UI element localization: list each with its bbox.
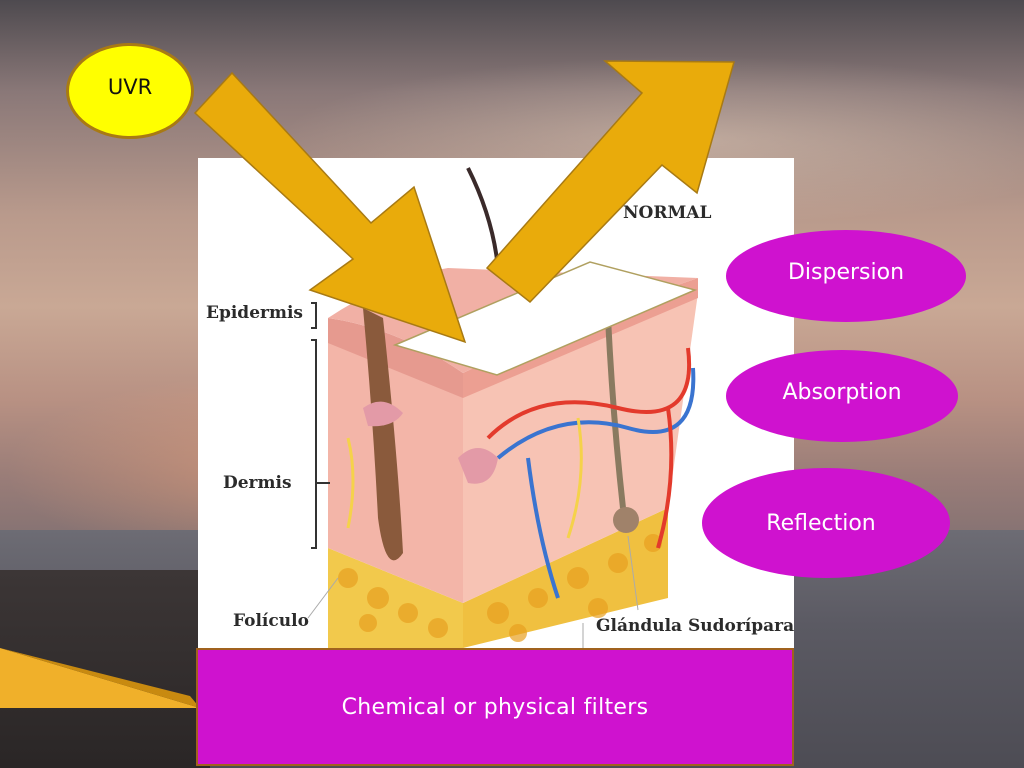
uvr-source-bubble: UVR	[66, 43, 194, 139]
layer-label-dermis: Dermis	[223, 473, 292, 493]
reflected-uv-arrow	[485, 60, 735, 304]
outcome-dispersion: Dispersion	[726, 230, 966, 322]
outcome-absorption: Absorption	[726, 350, 958, 442]
layer-label-epidermis: Epidermis	[206, 303, 303, 323]
outcome-absorption-label: Absorption	[782, 379, 902, 405]
filter-caption-box: Chemical or physical filters	[196, 648, 794, 766]
outcome-reflection: Reflection	[702, 468, 950, 578]
outcome-reflection-label: Reflection	[766, 510, 876, 536]
outcome-dispersion-label: Dispersion	[787, 259, 905, 285]
filter-caption-text: Chemical or physical filters	[341, 694, 649, 720]
structure-label-sweat-gland: Glándula Sudorípara	[596, 616, 794, 636]
structure-label-follicle: Folículo	[233, 611, 309, 631]
corner-accent-shape	[0, 648, 200, 708]
incoming-uv-arrow	[193, 71, 467, 344]
uvr-label: UVR	[107, 75, 153, 99]
diagram-heading: NORMAL	[623, 203, 711, 223]
